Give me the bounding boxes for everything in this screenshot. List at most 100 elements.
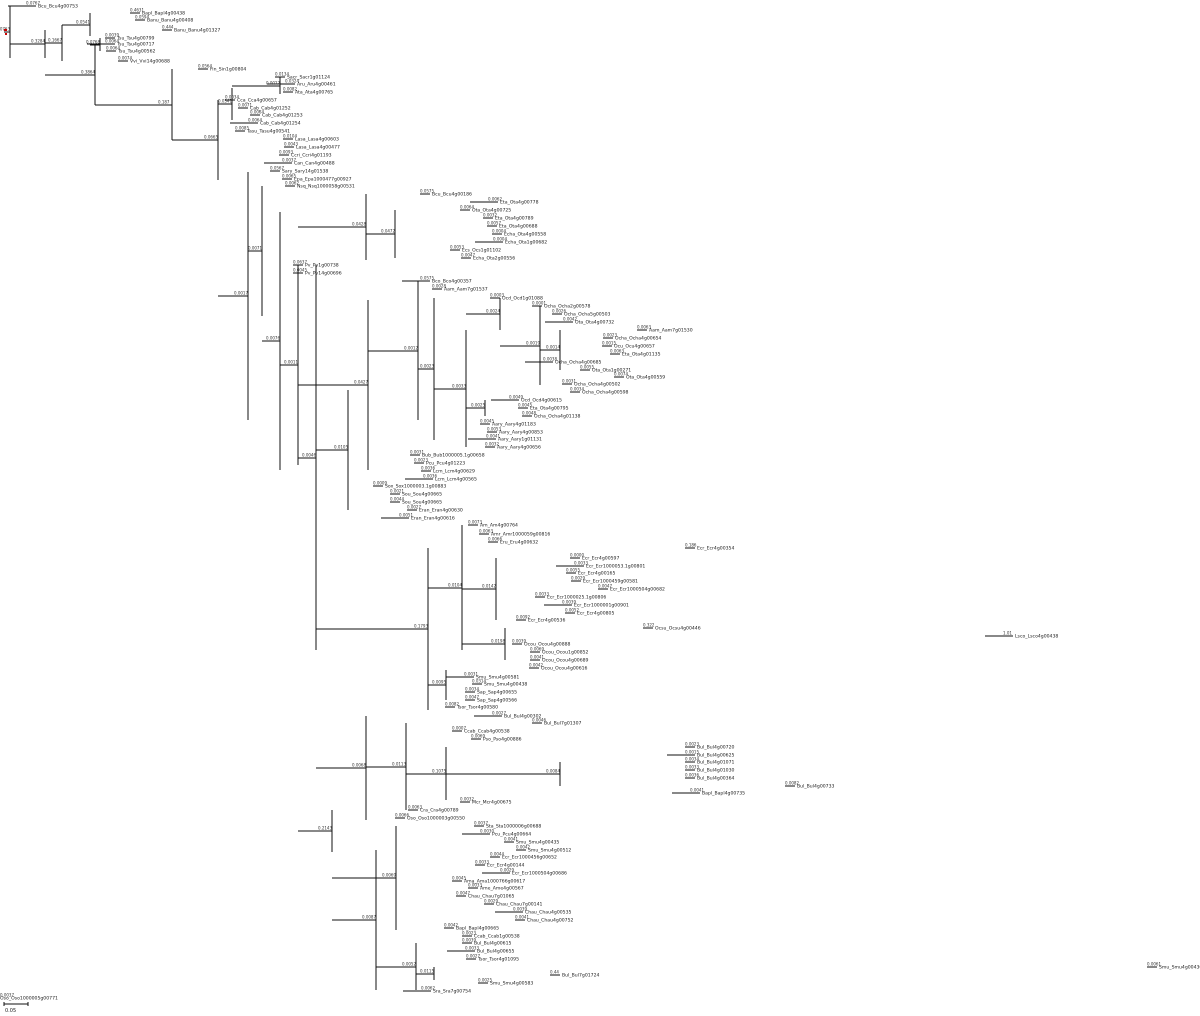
tip-support-label: 0.0036 [685,773,699,778]
tip-support-label: 0.0033 [465,946,479,951]
tip-support-label: 0.0045 [293,268,307,273]
internal-support-label: 0.0341 [218,99,232,104]
internal-support-label: 0.187 [158,100,170,105]
tip-label: Smu_Smu4g00438 [484,682,527,688]
tip-support-label: 0.0092 [516,615,530,620]
tip-support-label: 0.0066 [395,813,409,818]
tip-label: Bapl_Bapl4g00665 [456,926,499,932]
tip-label: Bul_Bul4g00733 [797,784,835,790]
tip-label: Eran_Eran4g00616 [411,516,455,522]
tip-label: Eta_Ota4g00795 [530,406,569,412]
tip-label: Ocd_Ocd1g01088 [502,296,543,302]
internal-support-label: 0.0022 [266,81,280,86]
tip-label: Oso_Oso1000005g00771 [0,996,58,1002]
tip-label: Ecr_Ecr4g00354 [697,546,734,552]
tip-support-label: 0.0037 [474,821,488,826]
tip-label: Echa_Ota1g00682 [505,240,547,246]
tip-support-label: 0.0027 [492,711,506,716]
tip-support-label: 0.0064 [248,118,262,123]
tip-support-label: 0.0030 [480,829,494,834]
tip-label: Cab_Cab4g01253 [262,113,303,119]
tip-label: Aary_Aary4g00853 [499,430,543,436]
scale-label: 0.05 [5,1008,16,1014]
tip-support-label: 0.0066 [488,537,502,542]
tip-label: Ecs_Ocs1g01102 [462,248,501,254]
tip-support-label: 0.0033 [535,592,549,597]
tip-support-label: 0.0039 [105,33,119,38]
internal-support-label: 0.0025 [471,403,485,408]
tip-label: Ocha_Ocha5g00503 [564,312,611,318]
tip-label: Nsq_Nsq1000058g00531 [297,184,355,190]
tip-support-label: 0.0000 [570,553,584,558]
tip-label: Bul_Bul7g01724 [562,973,600,979]
tip-label: Aary_Aary4g00656 [497,445,541,451]
tip-support-label: 0.0032 [485,442,499,447]
tip-label: Am_Am4g00764 [480,523,518,529]
internal-support-label: 0.0071 [248,246,262,251]
tip-label: Chau_Chau4g00752 [527,918,574,924]
internal-support-label: 0.0428 [352,222,366,227]
tip-support-label: 0.0043 [284,142,298,147]
tip-support-label: 0.0003 [490,293,504,298]
tip-support-label: 0.0082 [785,781,799,786]
tip-support-label: 0.0004 [493,237,507,242]
tip-label: Smu_Smu4g00435 [516,840,559,846]
tip-support-label: 0.0037 [282,158,296,163]
tip-label: Ecr_Ecr4g00144 [487,863,524,869]
tip-support-label: 0.0021 [390,489,404,494]
internal-support-label: 0.1793 [414,624,428,629]
tip-label: Ota_Ota4g00725 [472,208,511,214]
tip-label: Smu_Smu4g00512 [528,848,571,854]
tip-support-label: 0.0047 [598,584,612,589]
internal-support-label: 0.0198 [491,639,505,644]
tip-support-label: 0.322 [643,623,655,628]
tip-label: Ota_Ota4g00732 [575,320,614,326]
tree-branches [4,5,1157,992]
tip-label: Ocou_Ocou4g00888 [524,642,571,648]
tip-support-label: 0.0037 [0,993,14,998]
tip-label: Pso_Pso4g00886 [483,737,522,743]
tip-label: Bapl_Bapl4g00735 [702,791,745,797]
tip-label: Ocou_Ocou1g00852 [542,650,589,656]
tip-support-label: 0.0064 [250,110,264,115]
internal-support-label: 0.0076 [266,336,280,341]
tip-label: Smu_Smu4g00581 [476,675,519,681]
internal-support-label: 0.0665 [204,135,218,140]
tip-label: Bul_Bul4g00625 [697,753,735,759]
tip-label: Smu_Smu4g00436 [1159,965,1200,971]
tip-support-label: 0.0023 [603,333,617,338]
tip-support-label: 0.0074 [614,372,628,377]
tip-support-label: 0.0042 [516,845,530,850]
tip-labels: Bcu_Bcu4g00753Bapl_Bapl4g00438Banu_Banu4… [0,4,1200,1002]
tip-support-label: 0.0001 [532,301,546,306]
internal-support-label: 0.0052 [402,962,416,967]
tip-label: Ecr_Ecr1000504g00682 [610,587,665,593]
tip-label: Lasa_Lasa4g00603 [295,137,339,143]
internal-support-label: 0.1075 [432,769,446,774]
tip-label: Sacr_Sacr1g01124 [287,75,330,81]
tip-label: Pcu_Pcu4g01223 [426,461,465,467]
tip-support-label: 0.0061 [1147,962,1161,967]
internal-support-label: 0.3864 [81,70,95,75]
tip-support-label: 0.0044 [390,497,404,502]
tip-support-label: 0.0023 [462,931,476,936]
tip-label: Bul_Bul4g01071 [697,760,735,766]
tip-support-label: 0.0594 [135,15,149,20]
tip-support-label: 0.0033 [475,860,489,865]
internal-support-label: 0.0541 [76,20,90,25]
tip-support-label: 0.0064 [106,46,120,51]
tip-support-label: 0.0575 [420,276,434,281]
tip-label: Oso_Oso1000003g00550 [407,816,465,822]
tip-label: Eta_Ota4g00688 [499,224,538,230]
tip-label: Bul_Bul4g00720 [697,745,735,751]
tip-support-label: 0.0026 [552,309,566,314]
tip-label: Aam_Aam7g01537 [444,287,488,293]
tip-support-label: 0.0767 [26,1,40,6]
tip-label: Tasu_Tasu4g00541 [246,129,290,135]
tip-support-label: 0.0063 [408,805,422,810]
tip-support-label: 0.0324 [285,79,299,84]
tip-support-label: 0.0034 [225,95,239,100]
tip-support-label: 0.0007 [452,726,466,731]
tip-label: Smu_Smu4g00583 [490,981,533,987]
tip-support-label: 0.0055 [566,568,580,573]
